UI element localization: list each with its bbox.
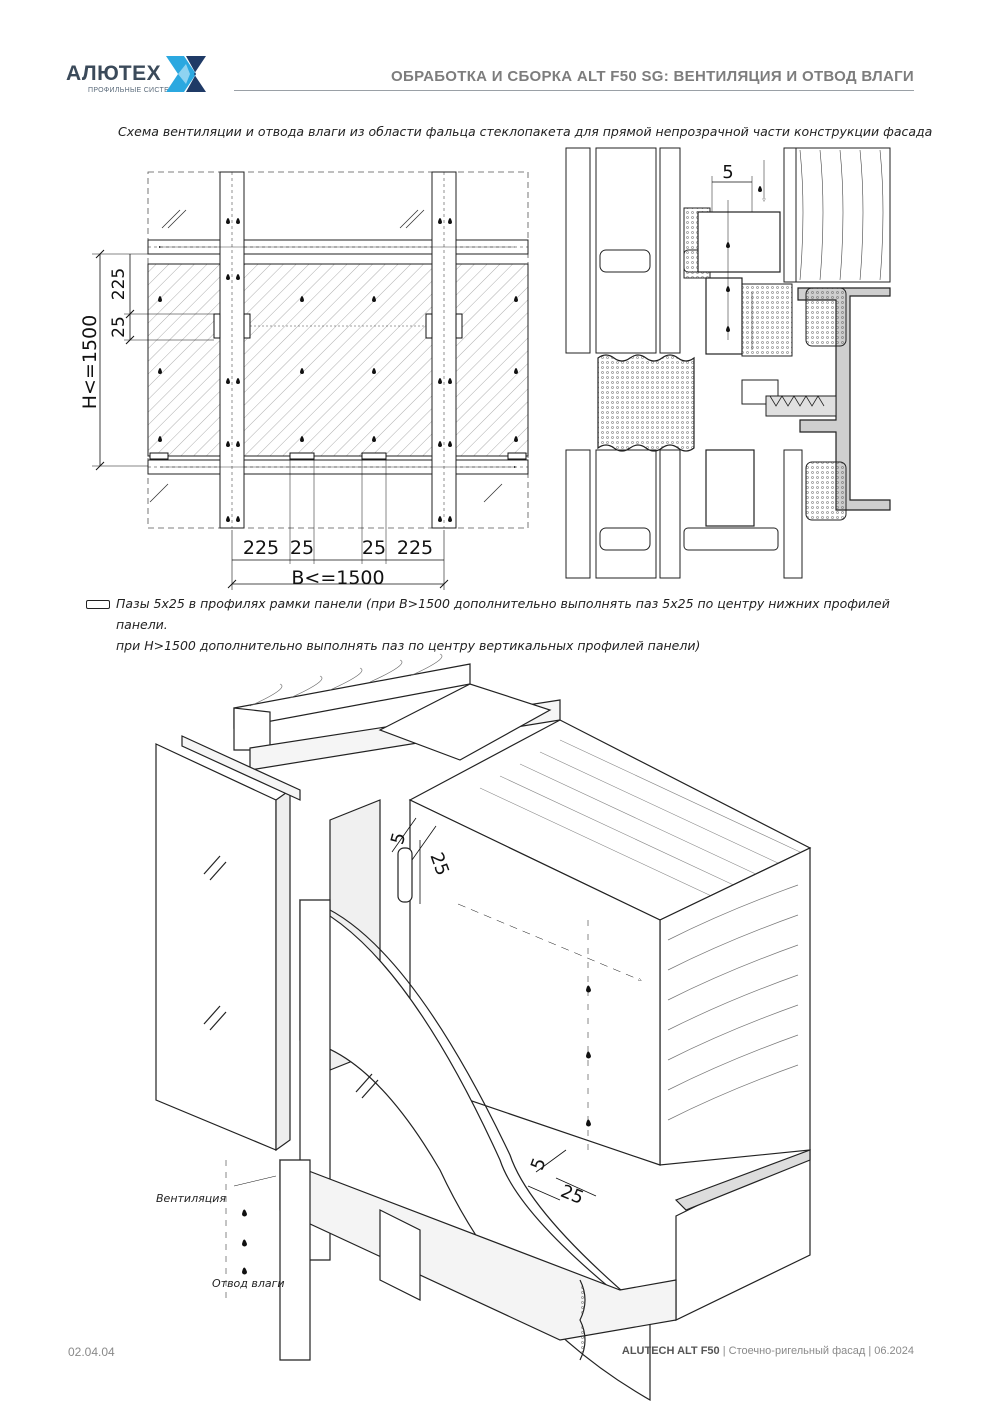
footer-brand: ALUTECH ALT F50 bbox=[621, 1345, 720, 1357]
footer-info: ALUTECH ALT F50 | Стоечно-ригельный фаса… bbox=[622, 1345, 914, 1357]
dim-bottom-225-right: 225 bbox=[397, 537, 433, 559]
page-header: АЛЮТЕХ ПРОФИЛЬНЫЕ СИСТЕМЫ ОБРАБОТКА И СБ… bbox=[0, 0, 1000, 100]
dim-25-vertical: 25 bbox=[109, 316, 129, 338]
header-divider bbox=[234, 90, 914, 91]
drawing-caption: Схема вентиляции и отвода влаги из облас… bbox=[118, 124, 933, 139]
footer-description: | Стоечно-ригельный фасад | 06.2024 bbox=[722, 1345, 914, 1357]
alutech-logo-icon bbox=[166, 56, 206, 92]
logo-text: АЛЮТЕХ bbox=[66, 62, 162, 85]
dim-bottom-225-left: 225 bbox=[243, 537, 279, 559]
legend-line-1: Пазы 5х25 в профилях рамки панели (при B… bbox=[116, 596, 890, 632]
iso-dim-5-bottom: 5 bbox=[527, 1155, 551, 1173]
slot-legend: Пазы 5х25 в профилях рамки панели (при B… bbox=[116, 593, 916, 656]
isometric-view bbox=[155, 653, 812, 1402]
legend-line-2: при H>1500 дополнительно выполнять паз п… bbox=[116, 638, 701, 653]
iso-dimension-lines bbox=[391, 817, 597, 1201]
page-title: ОБРАБОТКА И СБОРКА ALT F50 SG: ВЕНТИЛЯЦИ… bbox=[391, 68, 914, 85]
dim-b-label: B<=1500 bbox=[291, 567, 384, 589]
section-view bbox=[565, 147, 891, 579]
page-number: 02.04.04 bbox=[68, 1345, 115, 1359]
front-view bbox=[92, 171, 529, 590]
iso-dim-25-bottom: 25 bbox=[558, 1181, 587, 1209]
iso-drops bbox=[242, 985, 591, 1275]
logo-subtitle: ПРОФИЛЬНЫЕ СИСТЕМЫ bbox=[88, 87, 182, 94]
label-drainage: Отвод влаги bbox=[212, 1277, 285, 1290]
dim-bottom-25-right: 25 bbox=[362, 537, 386, 559]
dim-h-label: H<=1500 bbox=[79, 315, 101, 409]
slot-legend-symbol bbox=[86, 600, 110, 609]
label-ventilation: Вентиляция bbox=[156, 1192, 226, 1205]
section-dim-5: 5 bbox=[722, 162, 733, 183]
dim-bottom-25-left: 25 bbox=[290, 537, 314, 559]
iso-dim-5-top: 5 bbox=[387, 830, 410, 846]
dim-225-vertical: 225 bbox=[109, 268, 129, 300]
